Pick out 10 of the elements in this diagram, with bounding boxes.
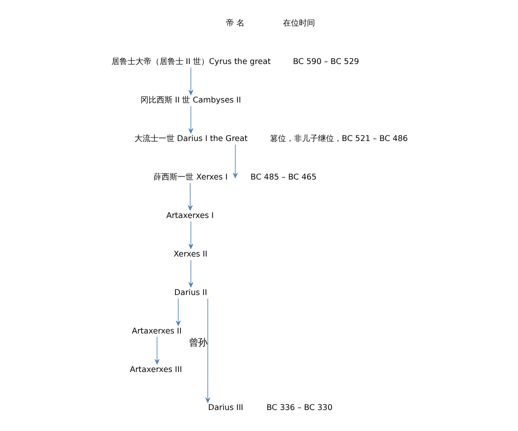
arrow — [154, 336, 159, 364]
edge-label: 曾孙 — [188, 338, 207, 349]
arrow — [188, 106, 193, 134]
arrow — [188, 260, 193, 288]
arrow — [188, 67, 193, 96]
arrow — [204, 298, 210, 403]
arrow — [175, 298, 180, 326]
arrow — [232, 144, 238, 178]
arrow — [187, 182, 192, 210]
arrow — [188, 221, 193, 249]
